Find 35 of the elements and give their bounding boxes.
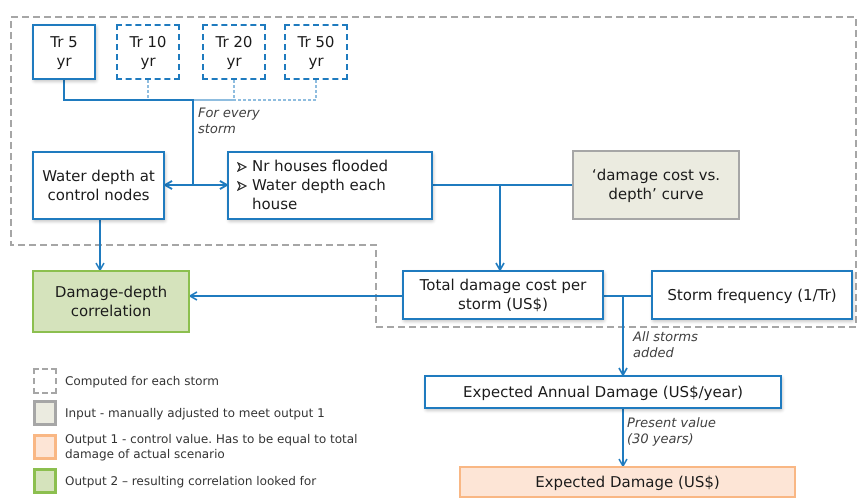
node-text: Expected Damage (US$): [535, 472, 720, 492]
node-text: Tr 5 yr: [49, 33, 79, 71]
process-box: [651, 270, 853, 320]
process-box: [202, 24, 266, 80]
process-box: [32, 24, 96, 80]
node-text: ‘damage cost vs. depth’ curve: [590, 166, 722, 204]
node-text: Damage-depth correlation: [54, 282, 168, 320]
node-text: Water depth at control nodes: [42, 166, 155, 204]
process-box: [227, 151, 433, 220]
node-text: Tr 20 yr: [214, 33, 254, 71]
input-box: [572, 150, 740, 220]
process-box: [116, 24, 180, 80]
process-box: [32, 151, 165, 220]
output-box: [459, 466, 796, 498]
arrow: [95, 220, 105, 271]
node-text: Water depth each house: [252, 176, 387, 214]
output-box: [32, 270, 190, 333]
process-box: [284, 24, 348, 80]
process-box: [402, 270, 604, 320]
node-text: Tr 50 yr: [296, 33, 336, 71]
legend-text: Output 2 – resulting correlation looked for: [65, 474, 316, 488]
arrow: [63, 80, 228, 190]
node-text: Nr houses flooded: [252, 157, 388, 176]
node-text: Tr 10 yr: [128, 33, 168, 71]
arrow: [189, 291, 402, 301]
arrow: [618, 409, 628, 467]
arrow: [618, 295, 651, 376]
process-box: [424, 375, 782, 409]
legend-text: Output 1 - control value. Has to be equal to total damage of actual scenario: [65, 432, 358, 462]
node-text: Expected Annual Damage (US$/year): [463, 382, 743, 402]
node-text: Total damage cost per storm (US$): [418, 276, 588, 314]
legend-text: Computed for each storm: [65, 374, 219, 388]
arrow: [495, 184, 572, 271]
node-text: Storm frequency (1/Tr): [667, 286, 837, 304]
legend-text: Input - manually adjusted to meet output 1: [65, 406, 325, 420]
